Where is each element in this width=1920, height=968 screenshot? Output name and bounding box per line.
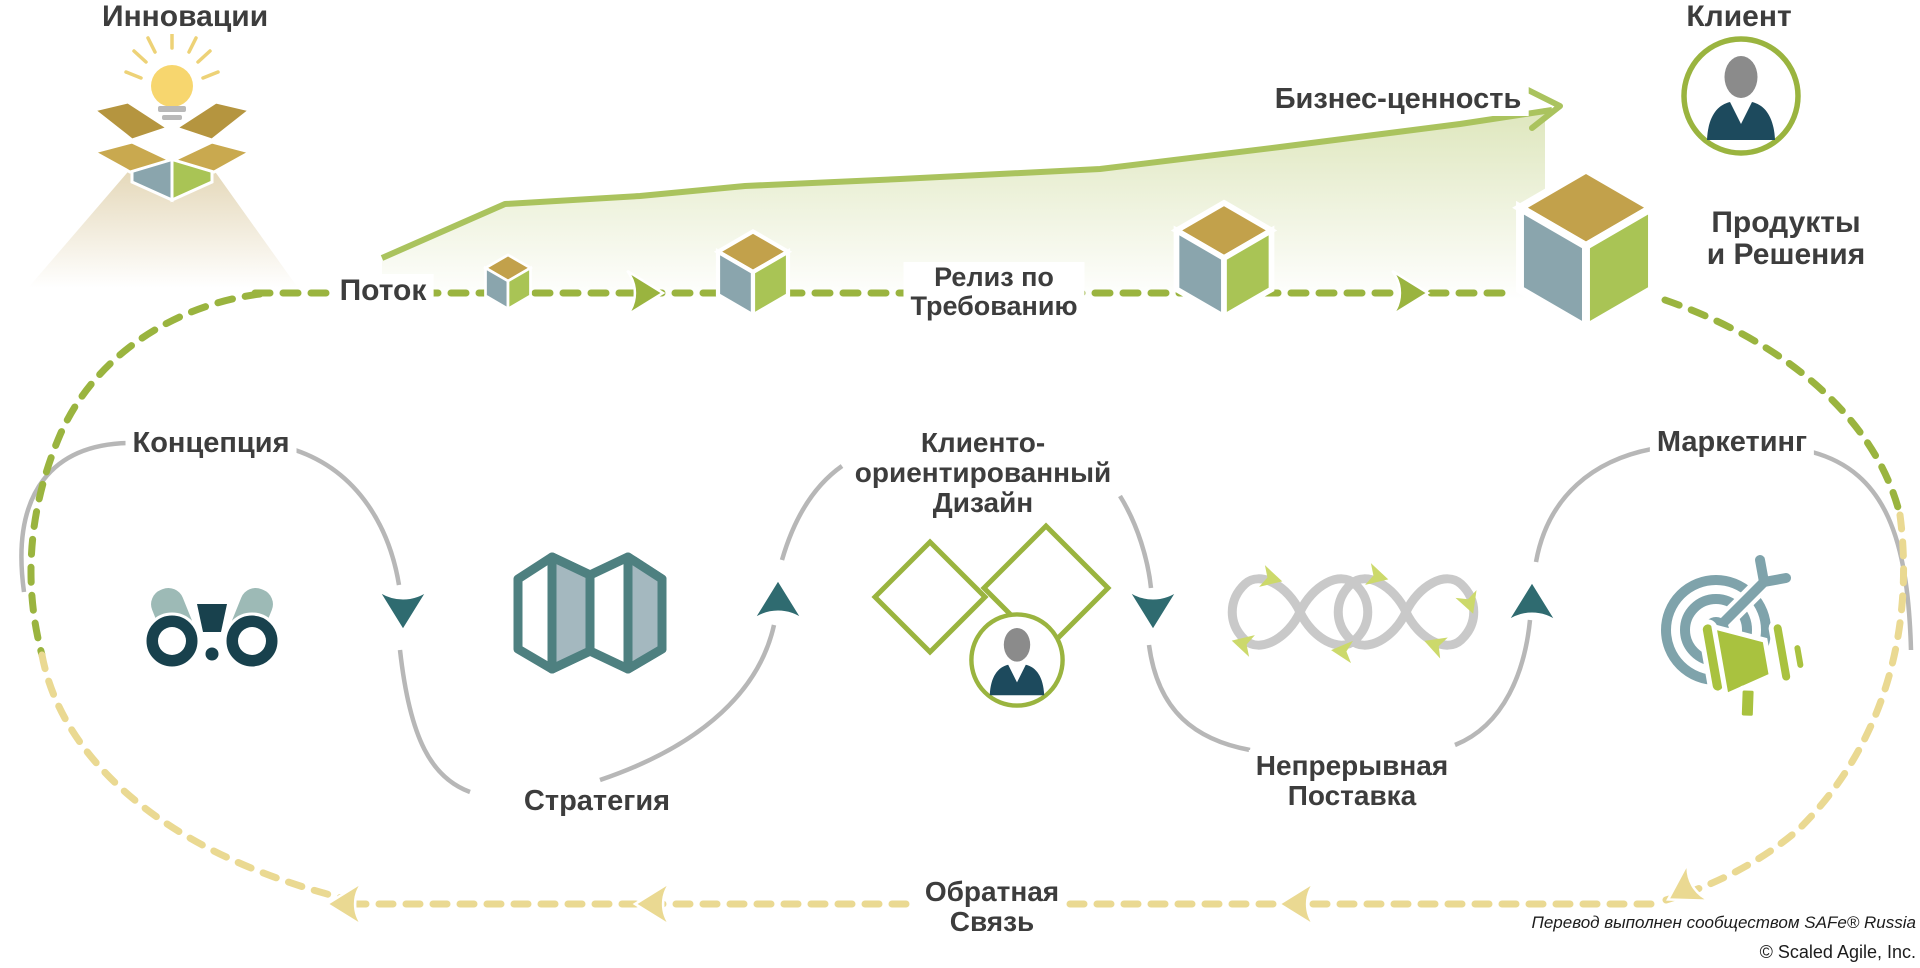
process-wave-arcs <box>19 440 1914 795</box>
binoculars-icon <box>143 584 281 670</box>
person-in-circle-icon <box>971 614 1062 705</box>
chevron-down-icon <box>375 587 431 633</box>
label-release-on-demand: Релиз по Требованию <box>903 262 1085 323</box>
label-business-value: Бизнес-ценность <box>1267 83 1529 117</box>
cube-icon <box>1177 203 1272 317</box>
label-continuous-delivery: Непрерывная Поставка <box>1248 750 1456 813</box>
lightbulb-icon <box>151 65 193 107</box>
label-concept: Концепция <box>125 427 297 461</box>
cube-icon <box>718 231 788 315</box>
marketing-target-icon <box>1661 555 1809 721</box>
label-innovations: Инновации <box>95 0 276 35</box>
folded-map-icon <box>513 552 667 674</box>
continuous-loop-icon <box>1227 563 1484 664</box>
chevron-down-icon <box>1125 587 1181 633</box>
innovation-box-icon <box>90 31 254 203</box>
chevron-up-icon <box>750 577 806 623</box>
megaphone-icon <box>1697 619 1809 721</box>
label-strategy: Стратегия <box>516 785 678 819</box>
label-customer-centric-design: Клиенто- ориентированный Дизайн <box>847 427 1119 520</box>
label-marketing: Маркетинг <box>1649 426 1815 460</box>
label-client: Клиент <box>1679 0 1799 35</box>
double-diamond-icon <box>871 522 1112 706</box>
innovation-light-beam <box>28 166 298 288</box>
feedback-loop-yellow <box>38 511 1908 908</box>
flow-loop-green <box>27 289 1904 659</box>
footer-copyright: © Scaled Agile, Inc. <box>1759 942 1916 962</box>
cube-icon <box>1520 169 1652 327</box>
cube-icon <box>484 253 532 311</box>
dart-icon <box>1711 555 1791 635</box>
label-products-solutions: Продукты и Решения <box>1699 206 1873 273</box>
chevron-left-icon <box>1655 861 1712 920</box>
arrowhead-icon <box>1525 87 1563 131</box>
client-person-icon <box>1684 39 1798 153</box>
footer-translation-credit: Перевод выполнен сообществом SAFe® Russi… <box>1531 913 1916 932</box>
chevron-up-icon <box>1504 579 1560 625</box>
label-feedback: Обратная Связь <box>917 876 1067 939</box>
label-flow: Поток <box>332 274 434 309</box>
chevron-left-icon <box>1277 880 1317 928</box>
bulb-rays-icon <box>124 31 220 80</box>
